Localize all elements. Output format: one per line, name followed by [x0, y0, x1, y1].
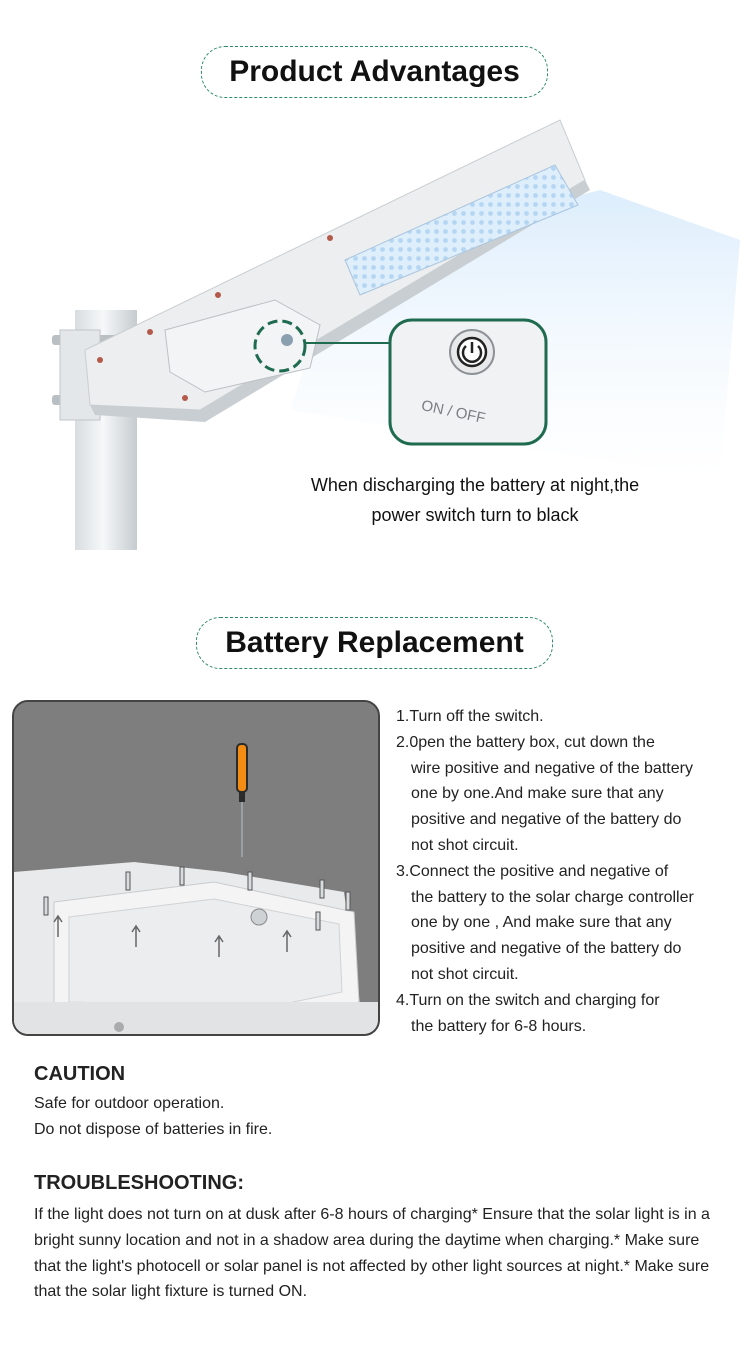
step-3: 3.Connect the positive and negative of t…: [396, 859, 750, 988]
step-2: 2.0pen the battery box, cut down the wir…: [396, 730, 750, 859]
step-4-line: 4.Turn on the switch and charging for: [396, 991, 660, 1009]
section-title-product-advantages: Product Advantages: [201, 46, 548, 98]
section-title-battery-replacement: Battery Replacement: [196, 617, 553, 669]
step-2-line: positive and negative of the battery do: [411, 811, 682, 829]
troubleshooting-body: If the light does not turn on at dusk af…: [34, 1206, 710, 1301]
step-1-line: 1.Turn off the switch.: [396, 708, 544, 725]
step-3-line: positive and negative of the battery do: [411, 940, 682, 958]
step-3-line: 3.Connect the positive and negative of: [396, 862, 669, 880]
step-3-line: the battery to the solar charge controll…: [411, 888, 694, 906]
step-1: 1.Turn off the switch.: [396, 704, 750, 730]
caption-line-2: power switch turn to black: [371, 505, 579, 525]
caption-line-1: When discharging the battery at night,th…: [310, 475, 640, 495]
step-2-line: one by one.And make sure that any: [411, 785, 664, 803]
battery-replacement-steps: 1.Turn off the switch. 2.0pen the batter…: [396, 704, 750, 1039]
troubleshooting-heading: TROUBLESHOOTING:: [34, 1172, 244, 1194]
step-4-line: the battery for 6-8 hours.: [411, 1017, 587, 1035]
section-title-text: Battery Replacement: [225, 626, 524, 659]
step-4: 4.Turn on the switch and charging for th…: [396, 988, 750, 1040]
section-title-text: Product Advantages: [229, 55, 520, 88]
caution-heading: CAUTION: [34, 1063, 126, 1085]
step-2-line: not shot circuit.: [411, 836, 519, 854]
battery-box-photo: [12, 700, 380, 1036]
step-2-line: 2.0pen the battery box, cut down the: [396, 733, 655, 751]
step-3-line: one by one , And make sure that any: [411, 914, 672, 932]
step-3-line: not shot circuit.: [411, 965, 519, 983]
street-light-illustration: ON / OFF: [52, 119, 740, 550]
caution-line-1: Safe for outdoor operation.: [34, 1095, 225, 1112]
caution-line-2: Do not dispose of batteries in fire.: [34, 1121, 273, 1138]
step-2-line: wire positive and negative of the batter…: [411, 759, 693, 777]
